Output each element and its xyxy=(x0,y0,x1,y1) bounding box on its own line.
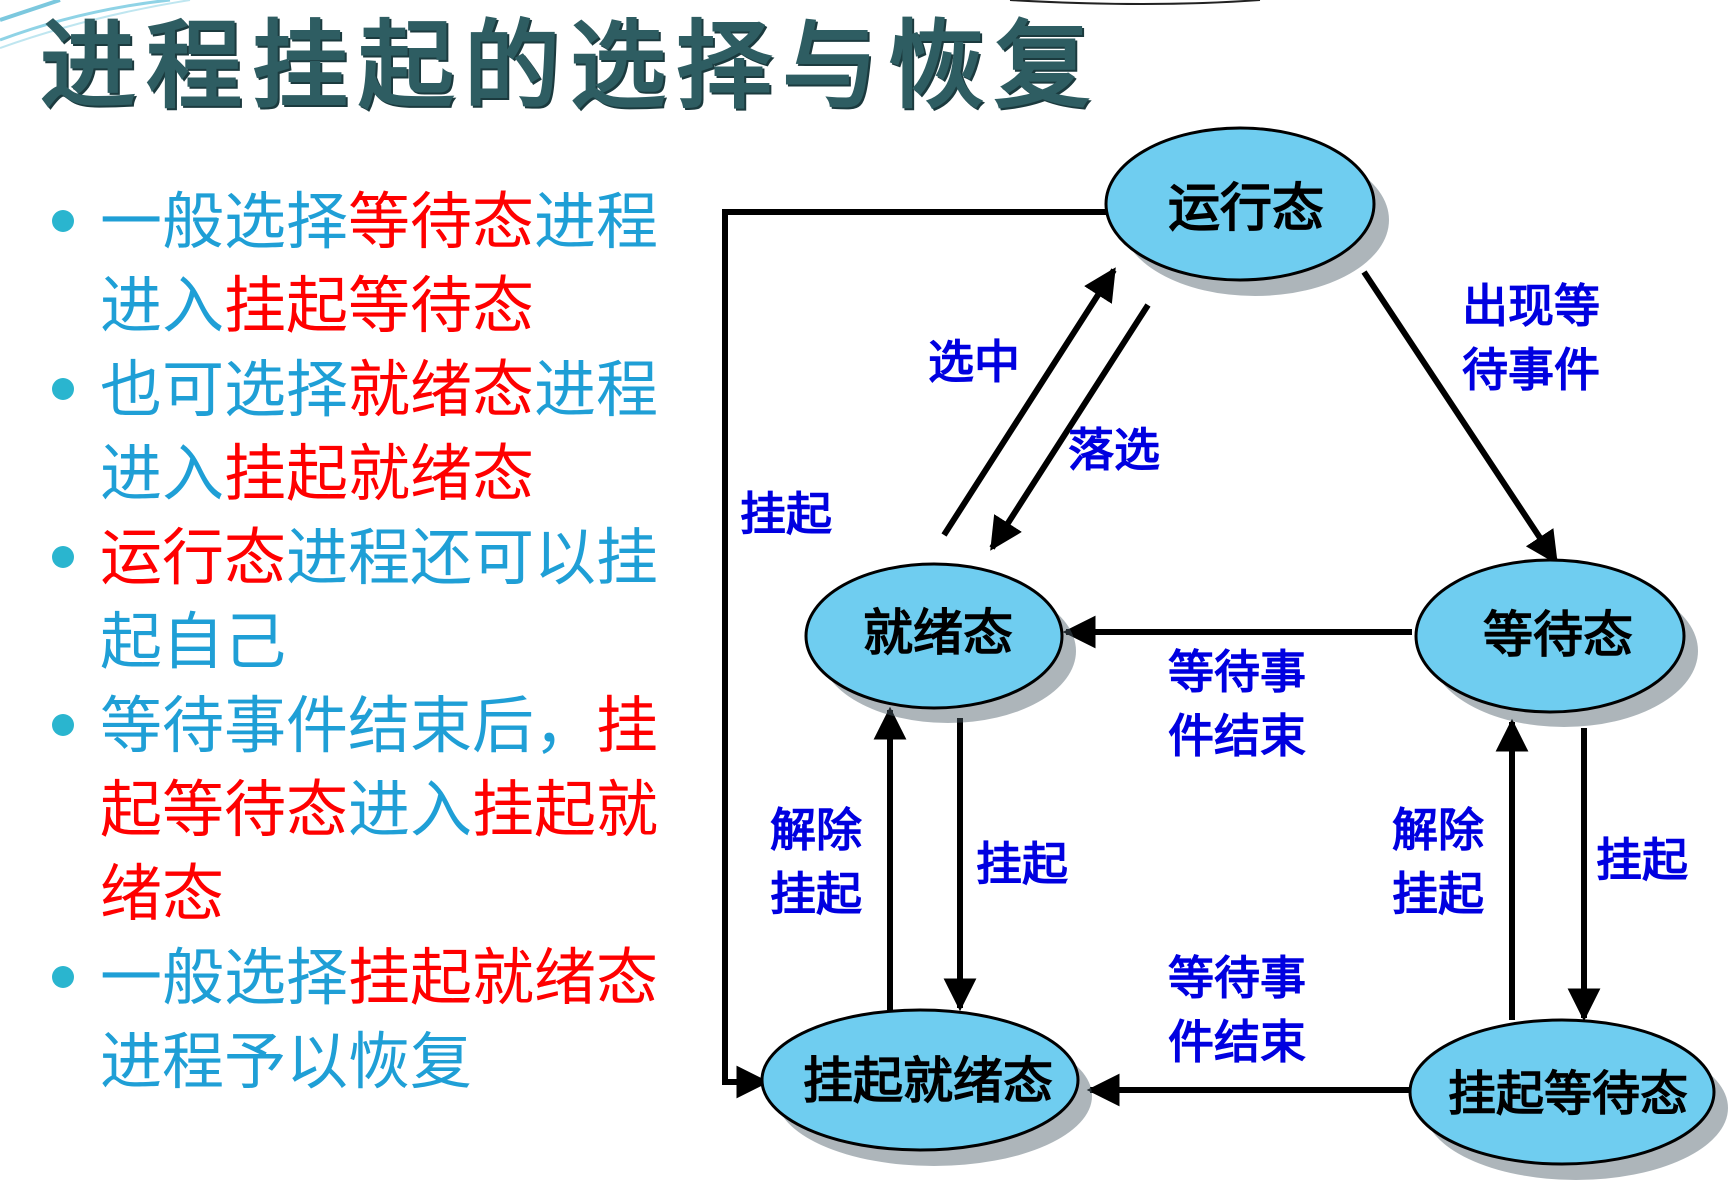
node-ready-label: 就绪态 xyxy=(863,604,1013,662)
node-running-label: 运行态 xyxy=(1168,179,1324,239)
bullet-highlight-text: 等待态 xyxy=(348,185,535,258)
edge-label-event-end-bottom-line2: 件结束 xyxy=(1168,1015,1306,1069)
edge-deselect-arrow xyxy=(989,303,1151,551)
edge-label-wait-event: 出现等 待事件 xyxy=(1462,279,1616,397)
node-waiting-label: 等待态 xyxy=(1483,606,1633,664)
edge-label-event-end-bottom-line1: 等待事 xyxy=(1168,951,1306,1005)
bullet-list: 一般选择等待态进程进入挂起等待态也可选择就绪态进程进入挂起就绪态运行态进程还可以… xyxy=(44,180,684,1104)
edge-label-suspend-waiting: 挂起 xyxy=(1596,833,1689,887)
edge-label-resume-waiting-line2: 挂起 xyxy=(1392,867,1485,921)
edge-label-resume-ready: 解除 挂起 xyxy=(770,803,878,921)
bullet-item: 运行态进程还可以挂起自己 xyxy=(44,516,684,684)
bullet-dot-icon xyxy=(52,210,74,232)
bullet-text: 进程进入 xyxy=(100,353,659,510)
bullet-highlight-text: 挂起就绪态 xyxy=(100,773,659,930)
edge-label-event-end-top-line2: 件结束 xyxy=(1168,709,1306,763)
bullet-item: 一般选择挂起就绪态进程予以恢复 xyxy=(44,936,684,1104)
edge-label-resume-waiting-line1: 解除 xyxy=(1392,803,1485,857)
edge-wait-event-arrow xyxy=(1361,270,1559,565)
bullet-highlight-text: 挂起等待态 xyxy=(224,269,535,342)
edge-label-deselect: 落选 xyxy=(1068,423,1160,477)
edge-label-event-end-top: 等待事 件结束 xyxy=(1168,645,1322,763)
edge-label-select: 选中 xyxy=(928,335,1020,389)
bullet-text: 也可选择 xyxy=(100,353,349,426)
bullet-highlight-text: 挂起就绪态 xyxy=(348,941,659,1014)
diagram-edge-labels: 选中 落选 挂起 出现等 待事件 等待事 件结束 等待事 件结束 解除 挂起 挂… xyxy=(740,279,1689,1069)
bullet-text: 一般选择 xyxy=(100,185,349,258)
node-suspended-waiting: 挂起等待态 xyxy=(1408,1018,1728,1180)
bullet-dot-icon xyxy=(52,966,74,988)
bullet-text: 进程予以恢复 xyxy=(100,1025,473,1098)
edge-label-suspend-running: 挂起 xyxy=(740,487,833,541)
bullet-text: 进程进入 xyxy=(100,185,659,342)
node-running: 运行态 xyxy=(1104,126,1389,296)
bullet-highlight-text: 就绪态 xyxy=(348,353,535,426)
node-suspended-ready-label: 挂起就绪态 xyxy=(803,1052,1053,1110)
diagram-edges xyxy=(722,209,1601,1107)
bullet-dot-icon xyxy=(52,378,74,400)
bullet-highlight-text: 挂起就绪态 xyxy=(224,437,535,510)
edge-label-event-end-bottom: 等待事 件结束 xyxy=(1168,951,1322,1069)
edge-label-resume-waiting: 解除 挂起 xyxy=(1392,803,1500,921)
edge-select-arrow xyxy=(941,267,1117,537)
edge-label-wait-event-line1: 出现等 xyxy=(1462,279,1600,333)
bullet-text: 进入 xyxy=(348,773,473,846)
bullet-dot-icon xyxy=(52,546,74,568)
bullet-highlight-text: 挂起等待态 xyxy=(100,689,659,846)
edge-label-resume-ready-line1: 解除 xyxy=(770,803,863,857)
bullet-item: 一般选择等待态进程进入挂起等待态 xyxy=(44,180,684,348)
diagram-nodes: 运行态 就绪态 等待态 挂起就绪态 挂起等待态 xyxy=(760,126,1728,1180)
edge-label-resume-ready-line2: 挂起 xyxy=(770,867,863,921)
bullet-dot-icon xyxy=(52,714,74,736)
node-suspended-ready: 挂起就绪态 xyxy=(760,1008,1092,1166)
bullet-highlight-text: 运行态 xyxy=(100,521,287,594)
page-title: 进程挂起的选择与恢复 xyxy=(40,10,1100,122)
node-waiting: 等待态 xyxy=(1414,558,1698,727)
node-ready: 就绪态 xyxy=(804,562,1076,723)
decorative-swoosh xyxy=(0,0,1261,49)
bullet-item: 等待事件结束后，挂起等待态进入挂起就绪态 xyxy=(44,684,684,936)
bullet-item: 也可选择就绪态进程进入挂起就绪态 xyxy=(44,348,684,516)
bullet-text: 进程还可以挂起自己 xyxy=(100,521,659,678)
edge-label-wait-event-line2: 待事件 xyxy=(1462,343,1600,397)
edge-label-event-end-top-line1: 等待事 xyxy=(1168,645,1306,699)
bullet-text: 等待事件结束后， xyxy=(100,689,597,762)
edge-suspend-running-arrow xyxy=(722,209,1106,1099)
bullet-text: 一般选择 xyxy=(100,941,349,1014)
edge-label-suspend-ready: 挂起 xyxy=(976,837,1069,891)
node-suspended-waiting-label: 挂起等待态 xyxy=(1448,1066,1688,1122)
